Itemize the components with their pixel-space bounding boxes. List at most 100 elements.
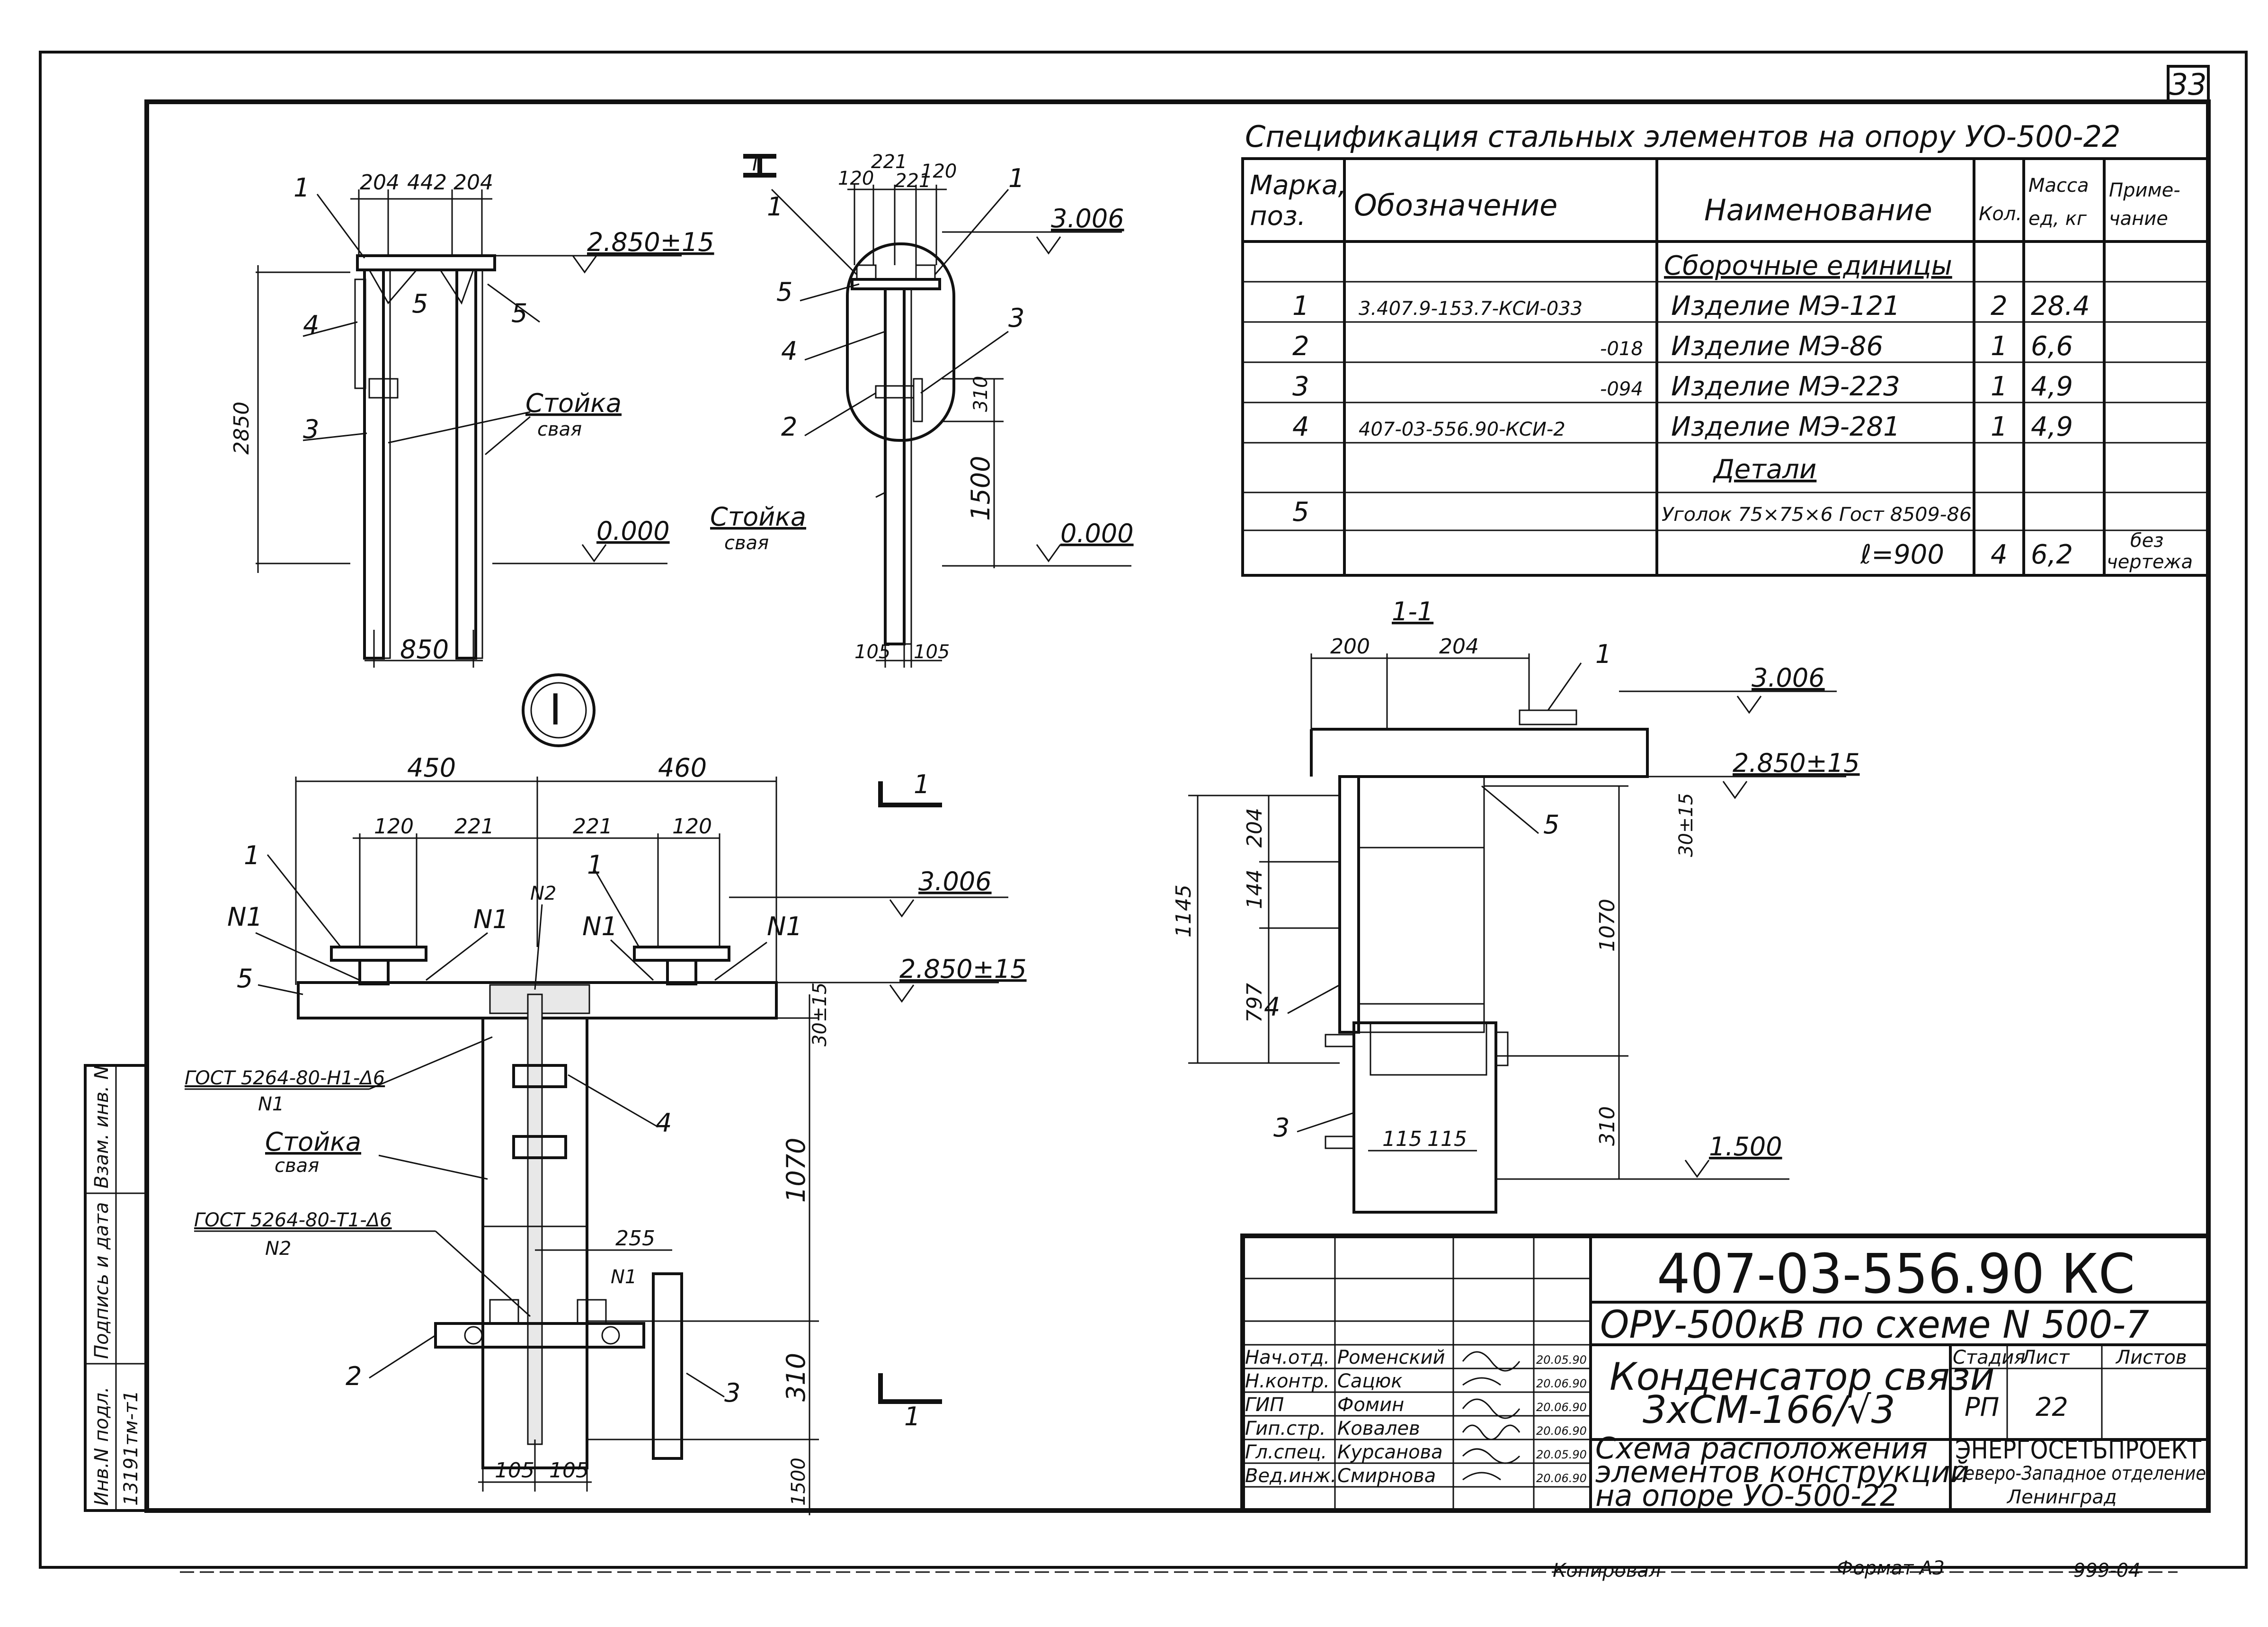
- hdr-mark-2: поз.: [1250, 201, 1306, 232]
- detail-callout-3: 3: [724, 1378, 740, 1408]
- sec-dim-200: 200: [1330, 635, 1370, 659]
- outer-border: [39, 51, 2248, 1569]
- person-date-1: 20.05.90: [1536, 1353, 1587, 1367]
- hdr-mark-1: Марка,: [1250, 170, 1346, 201]
- sec-level-low: 1.500: [1709, 1132, 1782, 1162]
- footer-format: Формат А3: [1837, 1557, 1945, 1579]
- hdr-mass-1: Масса: [2028, 175, 2089, 197]
- person-role-3: ГИП: [1245, 1394, 1284, 1416]
- detail-I: 450 460 120 221 221 120 3.006 2.850±15 3…: [185, 753, 1027, 1515]
- side-post-2: свая: [537, 419, 582, 440]
- side-callout-3: 3: [303, 414, 319, 444]
- front-post-2: свая: [724, 532, 769, 554]
- row3-mark: 3: [1292, 371, 1309, 402]
- detail-weld-n2: N2: [530, 883, 556, 904]
- section-title: 1-1: [1392, 597, 1433, 626]
- object-1: Конденсатор связи: [1610, 1355, 1994, 1399]
- row3-designation: -094: [1600, 378, 1643, 400]
- org-2: Северо-Западное отделение: [1953, 1463, 2206, 1484]
- detail-weld-n1c: N1: [582, 912, 618, 941]
- front-dim-1500: 1500: [966, 456, 996, 521]
- row1-name: Изделие МЭ-121: [1671, 291, 1900, 322]
- person-name-3: Фомин: [1337, 1394, 1404, 1416]
- side-level-ground: 0.000: [596, 516, 670, 546]
- front-section-mark: I: [752, 153, 758, 175]
- row1-mark: 1: [1292, 291, 1309, 322]
- hdr-mass-2: ед, кг: [2028, 208, 2087, 230]
- detail-callout-5: 5: [237, 964, 253, 993]
- detail-name-2: ℓ=900: [1860, 539, 1944, 570]
- org-1: ЭНЕРГОСЕТЬПРОЕКТ: [1955, 1435, 2202, 1465]
- sec-callout-3: 3: [1273, 1113, 1290, 1143]
- detail-mark: 5: [1292, 497, 1309, 527]
- side-label-inv: Инв.N подл.: [91, 1386, 113, 1506]
- sec-level-mid: 2.850±15: [1733, 748, 1860, 778]
- detail-dim-b2: 105: [549, 1458, 589, 1483]
- front-level-ground: 0.000: [1060, 518, 1134, 548]
- detail-dim-255: 255: [615, 1226, 655, 1251]
- side-view: 204 442 204 2850 850 2.850±15 0.000 1 5 …: [230, 170, 714, 668]
- front-view: I 120 221 221 120 3.006 0.000 310 1500 1…: [710, 151, 1134, 668]
- section-1-1: 1-1 200 204 1145 204 144 797 107: [1172, 597, 1860, 1214]
- hdr-designation: Обозначение: [1354, 188, 1557, 223]
- side-dim-width: 850: [400, 635, 449, 664]
- spec-table: Спецификация стальных элементов на опору…: [1241, 119, 2210, 577]
- detail-cut-bottom: 1: [904, 1402, 920, 1431]
- person-date-6: 20.06.90: [1536, 1472, 1587, 1485]
- sheet-label: Лист: [2020, 1347, 2070, 1368]
- person-role-6: Вед.инж.: [1245, 1465, 1336, 1487]
- sheet-no: 22: [2036, 1392, 2068, 1422]
- detail-callout-1a: 1: [244, 840, 260, 870]
- row2-qty: 1: [1991, 331, 2008, 362]
- signatures: [1462, 1351, 1521, 1481]
- side-post-1: Стойка: [525, 388, 622, 418]
- front-dim-b2: 105: [914, 641, 950, 663]
- doc-code: 407-03-556.90 КС: [1657, 1243, 2135, 1306]
- sec-dim-204v: 204: [1243, 808, 1267, 848]
- front-dim-4: 120: [921, 161, 957, 182]
- hdr-note-2: чание: [2109, 208, 2168, 230]
- section-details: Детали: [1712, 454, 1816, 485]
- detail-dim-a2: 221: [454, 814, 494, 839]
- sec-callout-5: 5: [1543, 810, 1559, 840]
- row2-designation: -018: [1600, 338, 1643, 360]
- node-mark-label: I: [549, 685, 562, 735]
- detail-mass: 6,2: [2031, 539, 2073, 570]
- row4-mass: 4,9: [2031, 411, 2073, 442]
- detail-gost-2: ГОСТ 5264-80-Т1-Δ6: [194, 1209, 392, 1231]
- front-dim-1: 120: [838, 168, 874, 189]
- front-dim-2: 221: [871, 151, 907, 173]
- hdr-note-1: Приме-: [2109, 179, 2180, 201]
- side-label-sign: Подпись и дата: [91, 1202, 113, 1359]
- sheet-title-3: на опоре УО-500-22: [1595, 1478, 1898, 1513]
- row2-mark: 2: [1292, 331, 1309, 362]
- sec-dim-1145: 1145: [1172, 885, 1196, 938]
- person-name-5: Курсанова: [1337, 1441, 1443, 1463]
- person-name-6: Смирнова: [1337, 1465, 1436, 1487]
- person-role-1: Нач.отд.: [1245, 1347, 1330, 1368]
- person-role-5: Гл.спец.: [1245, 1441, 1327, 1463]
- detail-cut-top: 1: [914, 769, 930, 799]
- row1-qty: 2: [1991, 291, 2008, 322]
- person-name-2: Сацюк: [1337, 1370, 1403, 1392]
- detail-dim-a4: 120: [672, 814, 712, 839]
- front-callout-3: 3: [1008, 303, 1024, 333]
- sec-dim-1070: 1070: [1595, 899, 1619, 952]
- stage-value: РП: [1965, 1392, 1999, 1422]
- detail-callout-4: 4: [656, 1108, 672, 1138]
- person-role-4: Гип.стр.: [1245, 1418, 1326, 1439]
- person-date-5: 20.05.90: [1536, 1448, 1587, 1461]
- side-value: 13191тм-т1: [120, 1390, 142, 1506]
- object-2: 3хСМ-166/√3: [1643, 1388, 1895, 1432]
- row1-mass: 28.4: [2031, 291, 2090, 322]
- row4-name: Изделие МЭ-281: [1671, 411, 1900, 442]
- footer-code: 999-04: [2073, 1560, 2141, 1582]
- detail-name-1: Уголок 75×75×6 Гост 8509-86: [1662, 504, 1972, 526]
- person-name-4: Ковалев: [1337, 1418, 1420, 1439]
- sec-level-top: 3.006: [1752, 663, 1825, 693]
- org-3: Ленинград: [2006, 1486, 2117, 1508]
- project-title: ОРУ-500кВ по схеме N 500-7: [1600, 1303, 2149, 1347]
- row1-designation: 3.407.9-153.7-КСИ-033: [1359, 298, 1583, 320]
- detail-level-mid: 2.850±15: [899, 954, 1027, 984]
